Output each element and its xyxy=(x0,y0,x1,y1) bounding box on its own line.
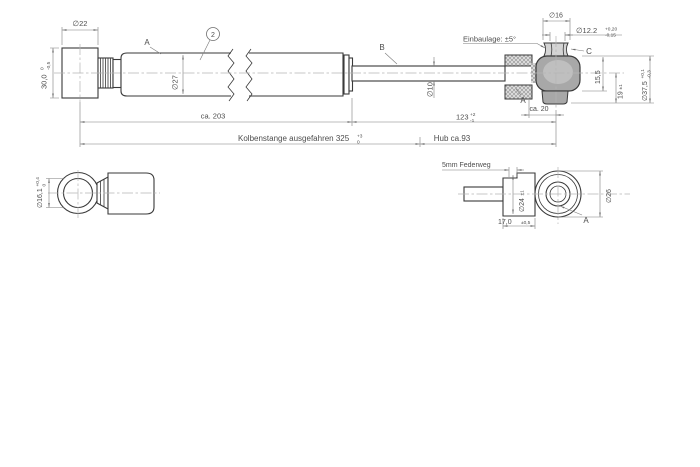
piston-rod xyxy=(351,65,506,82)
dim-dia26-text: ∅26 xyxy=(606,189,613,203)
dim-dia16: ∅16 xyxy=(542,13,571,40)
dim-ca20: ca. 20 xyxy=(521,100,564,147)
detail-view-left: ∅16,1 +0,4 0 xyxy=(35,170,160,218)
dim-dia16-1-tol-up: +0,4 xyxy=(35,177,41,187)
dim-dia27: ∅27 xyxy=(171,54,184,95)
dim-extended-tol-dn: 0 xyxy=(357,140,360,146)
dim-19-tol: ±1 xyxy=(618,84,624,90)
label-a-main: A xyxy=(144,38,150,47)
balloon-2-text: 2 xyxy=(211,32,215,39)
note-einbaulage: Einbaulage: ±5° xyxy=(463,35,546,49)
eyelet-body-cylinder xyxy=(107,172,155,215)
dim-dia22-text: ∅22 xyxy=(73,19,88,28)
dim-dia16-1: ∅16,1 +0,4 0 xyxy=(35,177,64,208)
break-line-right xyxy=(245,48,253,102)
dim-123-text: 123 xyxy=(456,113,469,122)
dim-ca203-text: ca. 203 xyxy=(201,112,226,121)
dim-30-tol-up: 0 xyxy=(39,67,45,70)
dim-123-tol-dn: -1 xyxy=(470,118,475,124)
break-line-left xyxy=(227,48,235,102)
leader-b xyxy=(384,52,398,65)
collar-ring xyxy=(112,58,122,89)
ball-highlight xyxy=(543,60,573,84)
dim-dia37-5-tol-dn: -0,3 xyxy=(647,70,653,79)
dim-extended-tol-up: +3 xyxy=(357,134,363,140)
clamp-hatch-top xyxy=(504,54,533,67)
dim-dia10: ∅10 xyxy=(426,57,435,98)
label-a-detail: A xyxy=(583,216,589,225)
dim-federweg: 5mm Federweg xyxy=(442,162,524,177)
dim-dia24: ∅24 ±1 xyxy=(512,174,526,215)
leader-a-main xyxy=(149,46,162,55)
dim-17-tol: ±0,5 xyxy=(521,220,531,226)
leader-a-detail xyxy=(559,205,583,216)
dim-15-5: 15,5 xyxy=(582,55,654,92)
dim-dia12-2-tol-dn: -0,15 xyxy=(605,33,616,39)
federweg-text: 5mm Federweg xyxy=(442,162,491,169)
dim-height-30: 30,0 0 -0,5 xyxy=(39,47,59,99)
dim-dia12-2: ∅12.2 +0,20 -0,15 xyxy=(542,26,622,41)
dim-19: 19 ±1 xyxy=(571,72,654,104)
dim-hub-text: Hub ca.93 xyxy=(434,134,471,143)
dim-dia37-5-text: ∅37,5 xyxy=(642,81,649,101)
dim-dia16-1-text: ∅16,1 xyxy=(37,188,44,208)
dim-15-5-text: 15,5 xyxy=(595,70,602,84)
dim-extended-text: Kolbenstange ausgefahren 325 xyxy=(238,134,350,143)
einbaulage-text: Einbaulage: ±5° xyxy=(463,35,516,44)
leader-a-clamp xyxy=(515,88,522,96)
cylinder-tube xyxy=(120,48,354,102)
dim-ca203-123: ca. 203 123 +2 -1 xyxy=(79,98,557,147)
end-cap-outer xyxy=(343,54,350,95)
dim-dia16-1-tol-dn: 0 xyxy=(42,184,48,187)
main-view: ∅22 30,0 0 -0,5 A 2 ∅27 xyxy=(39,13,654,147)
socket-stub xyxy=(541,90,569,105)
dim-extended-hub: Kolbenstange ausgefahren 325 +3 0 Hub ca… xyxy=(79,134,557,147)
dim-dia16-text: ∅16 xyxy=(549,13,563,20)
leader-c xyxy=(570,48,585,52)
dim-dia24-text: ∅24 xyxy=(519,198,526,212)
dim-123-tol-up: +2 xyxy=(470,112,476,118)
dim-17-text: 17,0 xyxy=(498,219,512,226)
label-b: B xyxy=(379,43,384,52)
dim-dia12-2-tol-up: +0,20 xyxy=(605,27,617,33)
dim-ca20-text: ca. 20 xyxy=(529,106,548,113)
dim-dia12-2-text: ∅12.2 xyxy=(576,26,597,35)
detail-view-right: 5mm Federweg ∅24 ±1 ∅26 17,0 ±0, xyxy=(442,162,630,229)
dim-19-text: 19 xyxy=(618,91,625,99)
label-c: C xyxy=(586,47,592,56)
dim-dia26: ∅26 xyxy=(558,170,613,218)
dim-dia24-tol: ±1 xyxy=(520,190,526,196)
ball-joint xyxy=(535,42,581,105)
dim-17: 17,0 ±0,5 xyxy=(498,218,536,229)
dim-30-tol-dn: -0,5 xyxy=(46,61,52,70)
balloon-2: 2 xyxy=(199,27,220,61)
dim-dia37-5: ∅37,5 +0,1 -0,3 xyxy=(640,55,653,104)
dim-30-text: 30,0 xyxy=(40,74,49,89)
label-a-clamp: A xyxy=(520,96,526,105)
dim-dia10-text: ∅10 xyxy=(426,82,435,97)
dim-dia27-text: ∅27 xyxy=(171,75,180,90)
dim-dia37-5-tol-up: +0,1 xyxy=(640,69,646,79)
dim-dia22: ∅22 xyxy=(61,19,99,45)
